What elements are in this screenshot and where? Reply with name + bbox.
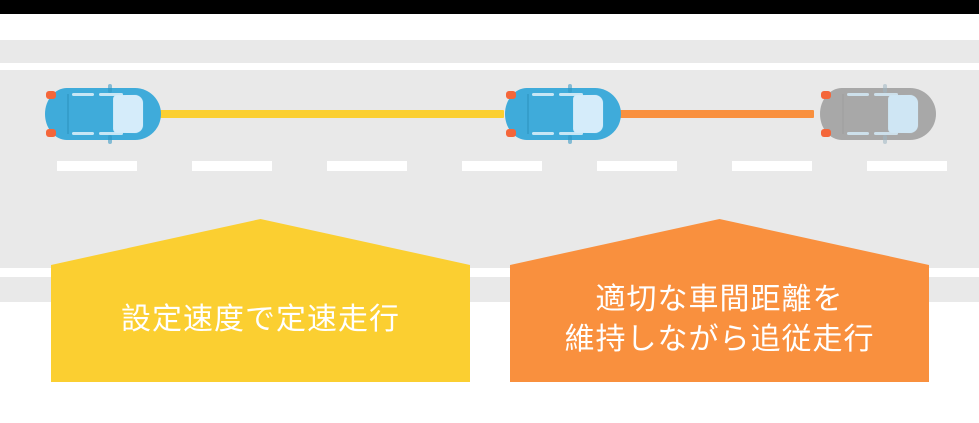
road-edge-line-bottom (0, 268, 979, 277)
car-roof-seam (72, 93, 94, 96)
car-rear-window (842, 94, 844, 134)
car-windshield (888, 94, 919, 134)
car-taillight (46, 129, 56, 137)
car-roof-seam (532, 93, 554, 96)
lane-marking-dashes (0, 161, 979, 171)
car-roof-seam (532, 132, 554, 135)
own-vehicle-icon (42, 84, 164, 144)
car-windshield (113, 94, 144, 134)
road-edge-line-top (0, 63, 979, 70)
top-black-bar (0, 0, 979, 14)
car-taillight (506, 129, 516, 137)
car-side-mirror (108, 135, 112, 144)
lane-dash (462, 161, 542, 171)
car-roof-seam (847, 93, 869, 96)
car-taillight (821, 129, 831, 137)
car-roof-seam (559, 93, 583, 96)
preceding-vehicle-icon (817, 84, 939, 144)
car-taillight (506, 91, 516, 99)
car-roof-seam (847, 132, 869, 135)
car-roof-seam (72, 132, 94, 135)
car-roof-seam (99, 132, 123, 135)
constant-speed-callout-label: 設定速度で定速走行 (121, 302, 400, 336)
car-side-mirror (883, 84, 887, 93)
following-distance-link-line (620, 110, 814, 118)
car-roof-seam (99, 93, 123, 96)
upper-white-margin (0, 14, 979, 40)
lane-dash (732, 161, 812, 171)
car-roof-seam (874, 132, 898, 135)
car-taillight (46, 91, 56, 99)
lane-dash (192, 161, 272, 171)
car-roof-seam (559, 132, 583, 135)
lane-dash (597, 161, 677, 171)
car-side-mirror (883, 135, 887, 144)
car-roof-seam (874, 93, 898, 96)
car-windshield (573, 94, 604, 134)
road-shoulder-top (0, 40, 979, 63)
car-taillight (821, 91, 831, 99)
lane-dash (57, 161, 137, 171)
car-rear-window (67, 94, 69, 134)
car-side-mirror (568, 84, 572, 93)
lane-dash (327, 161, 407, 171)
following-distance-callout-label: 適切な車間距離を 維持しながら追従走行 (564, 282, 875, 356)
constant-speed-link-line (160, 110, 504, 118)
lane-dash (867, 161, 947, 171)
car-side-mirror (108, 84, 112, 93)
car-side-mirror (568, 135, 572, 144)
own-vehicle-following-icon (502, 84, 624, 144)
car-rear-window (527, 94, 529, 134)
